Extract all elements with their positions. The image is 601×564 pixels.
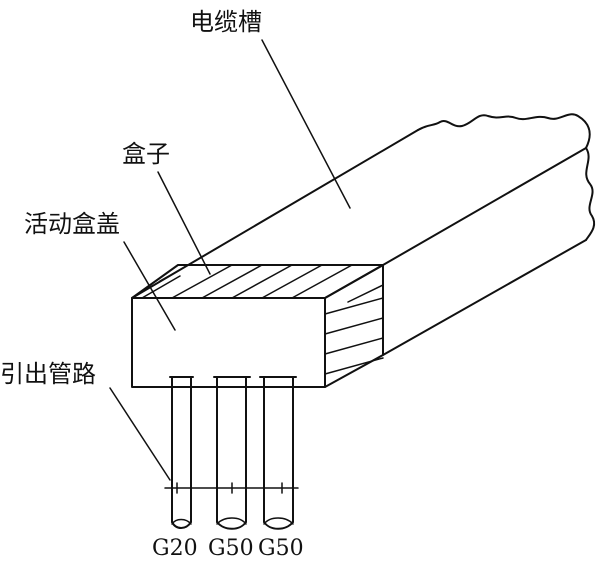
box-top-face bbox=[131, 264, 384, 299]
leader-lines bbox=[109, 39, 351, 481]
box-front-face bbox=[131, 297, 326, 388]
label-outlet-pipes: 引出管路 bbox=[0, 360, 96, 388]
label-movable-cover: 活动盒盖 bbox=[24, 210, 120, 238]
leader-cable-trough bbox=[261, 39, 351, 209]
label-cable-trough: 电缆槽 bbox=[190, 8, 262, 36]
leader-movable-cover bbox=[123, 241, 176, 331]
cable-trough-body bbox=[131, 113, 596, 356]
pipe-label-2: G50 bbox=[208, 536, 254, 559]
leader-outlet-pipes bbox=[109, 387, 171, 481]
leader-box-body bbox=[157, 171, 211, 275]
pipe-label-1: G20 bbox=[152, 536, 198, 559]
pipe-label-3: G50 bbox=[258, 536, 304, 559]
pipe-dimension-line bbox=[164, 482, 299, 494]
outlet-pipe-3 bbox=[259, 376, 297, 530]
label-box-body: 盒子 bbox=[122, 140, 170, 168]
outlet-pipe-2 bbox=[213, 376, 251, 530]
outlet-pipe-1 bbox=[169, 376, 194, 529]
box-side-face bbox=[324, 264, 384, 388]
